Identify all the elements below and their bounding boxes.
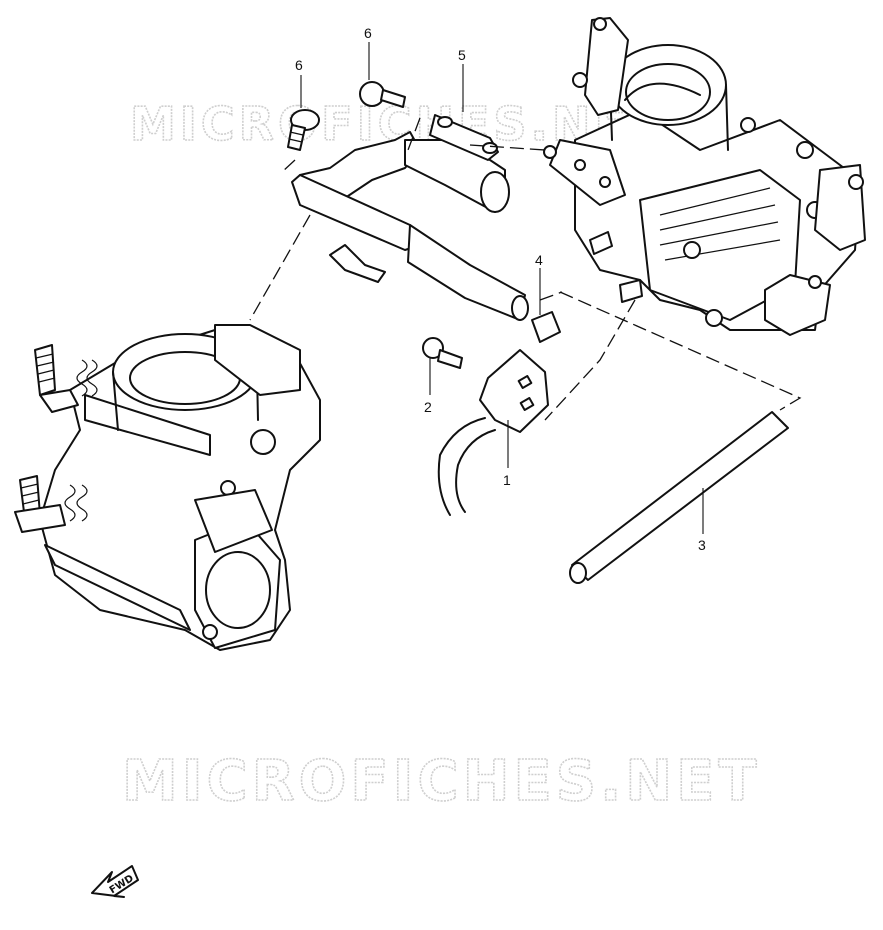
sensor-part xyxy=(479,349,549,433)
callout-1: 1 xyxy=(503,472,511,488)
fuel-rail-part xyxy=(291,131,529,321)
callout-5: 5 xyxy=(458,47,466,63)
watermark-bottom: MICROFICHES.NET xyxy=(122,749,761,814)
callout-3: 3 xyxy=(698,537,706,553)
callouts: 6 6 5 4 2 1 3 xyxy=(295,25,706,553)
throttle-body-rear xyxy=(543,17,866,336)
small-parts xyxy=(287,81,789,584)
callout-4: 4 xyxy=(535,252,543,268)
callout-2: 2 xyxy=(424,399,432,415)
leader-lines xyxy=(300,42,704,534)
cap-part xyxy=(531,311,561,343)
assembly-lines xyxy=(249,117,802,421)
callout-6-right: 6 xyxy=(364,25,372,41)
hose-part xyxy=(571,411,789,581)
throttle-body-front xyxy=(14,324,321,651)
callout-6-left: 6 xyxy=(295,57,303,73)
forward-arrow-icon: FWD xyxy=(91,865,139,898)
screw-part xyxy=(359,81,385,107)
